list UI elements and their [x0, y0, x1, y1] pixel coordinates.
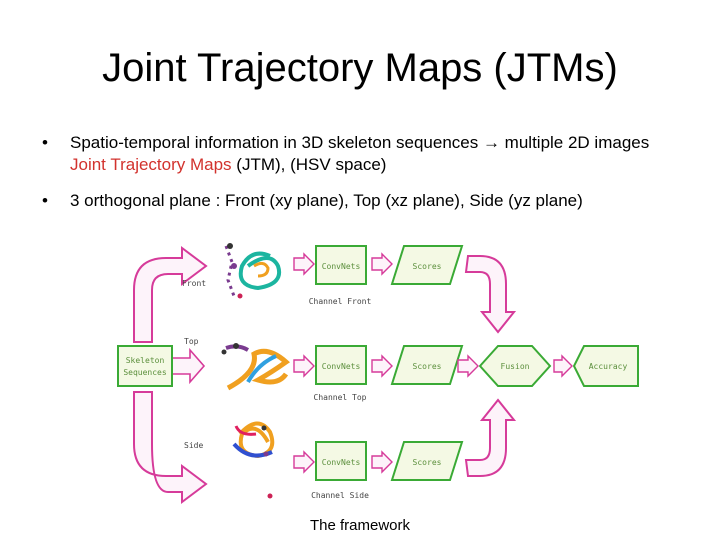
bullet-dot: • — [42, 132, 48, 154]
row-side: ConvNets Scores Channel Side — [294, 442, 462, 500]
bullet-text-post: (JTM), (HSV space) — [232, 155, 387, 174]
view-label-front: Front — [182, 279, 206, 288]
framework-diagram: Skeleton Sequences Front Top Side — [108, 222, 640, 512]
channel-label-top: Channel Top — [314, 393, 367, 402]
arrow-to-convnets-front — [294, 254, 314, 274]
convnets-label-front: ConvNets — [322, 262, 361, 271]
figure-caption: The framework — [0, 516, 720, 536]
arrow-to-scores-front — [372, 254, 392, 274]
scores-label-top: Scores — [413, 362, 442, 371]
row-top: ConvNets Scores Channel Top — [294, 346, 462, 402]
scores-label-front: Scores — [413, 262, 442, 271]
arrow-to-convnets-side — [294, 452, 314, 472]
channel-label-front: Channel Front — [309, 297, 372, 306]
scores-label-side: Scores — [413, 458, 442, 467]
bullet-text: 3 orthogonal plane : Front (xy plane), T… — [70, 191, 583, 210]
jtm-image-front — [226, 243, 279, 299]
curved-arrow-front-to-fusion — [466, 256, 514, 332]
framework-figure: Skeleton Sequences Front Top Side — [108, 222, 640, 512]
jtm-image-side — [234, 423, 273, 498]
skeleton-label-line2: Sequences — [123, 368, 167, 377]
skeleton-box — [118, 346, 172, 386]
jtm-image-top — [222, 343, 287, 388]
arrow-to-scores-top — [372, 356, 392, 376]
bullet-highlight: Joint Trajectory Maps — [70, 155, 232, 174]
accuracy-label: Accuracy — [589, 362, 628, 371]
slide-title: Joint Trajectory Maps (JTMs) — [0, 40, 720, 96]
skeleton-label-line1: Skeleton — [126, 356, 165, 365]
arrow-skeleton-to-top — [170, 350, 204, 382]
convnets-label-top: ConvNets — [322, 362, 361, 371]
channel-label-side: Channel Side — [311, 491, 369, 500]
fusion-label: Fusion — [501, 362, 530, 371]
curved-arrow-up — [134, 248, 206, 342]
bullet-text-pre: Spatio-temporal information in 3D skelet… — [70, 133, 649, 152]
convnets-label-side: ConvNets — [322, 458, 361, 467]
arrow-fusion-to-accuracy — [554, 356, 572, 376]
arrow-to-convnets-top — [294, 356, 314, 376]
bullet-item-1: • Spatio-temporal information in 3D skel… — [40, 132, 680, 176]
curved-arrow-side-to-fusion — [466, 400, 514, 476]
view-label-top: Top — [184, 337, 199, 346]
bullet-list: • Spatio-temporal information in 3D skel… — [40, 132, 680, 226]
arrow-to-scores-side — [372, 452, 392, 472]
view-label-side: Side — [184, 441, 203, 450]
bullet-item-2: • 3 orthogonal plane : Front (xy plane),… — [40, 190, 680, 212]
row-front: ConvNets Scores Channel Front — [294, 246, 462, 306]
bullet-dot: • — [42, 190, 48, 212]
arrow-top-to-fusion — [458, 356, 478, 376]
